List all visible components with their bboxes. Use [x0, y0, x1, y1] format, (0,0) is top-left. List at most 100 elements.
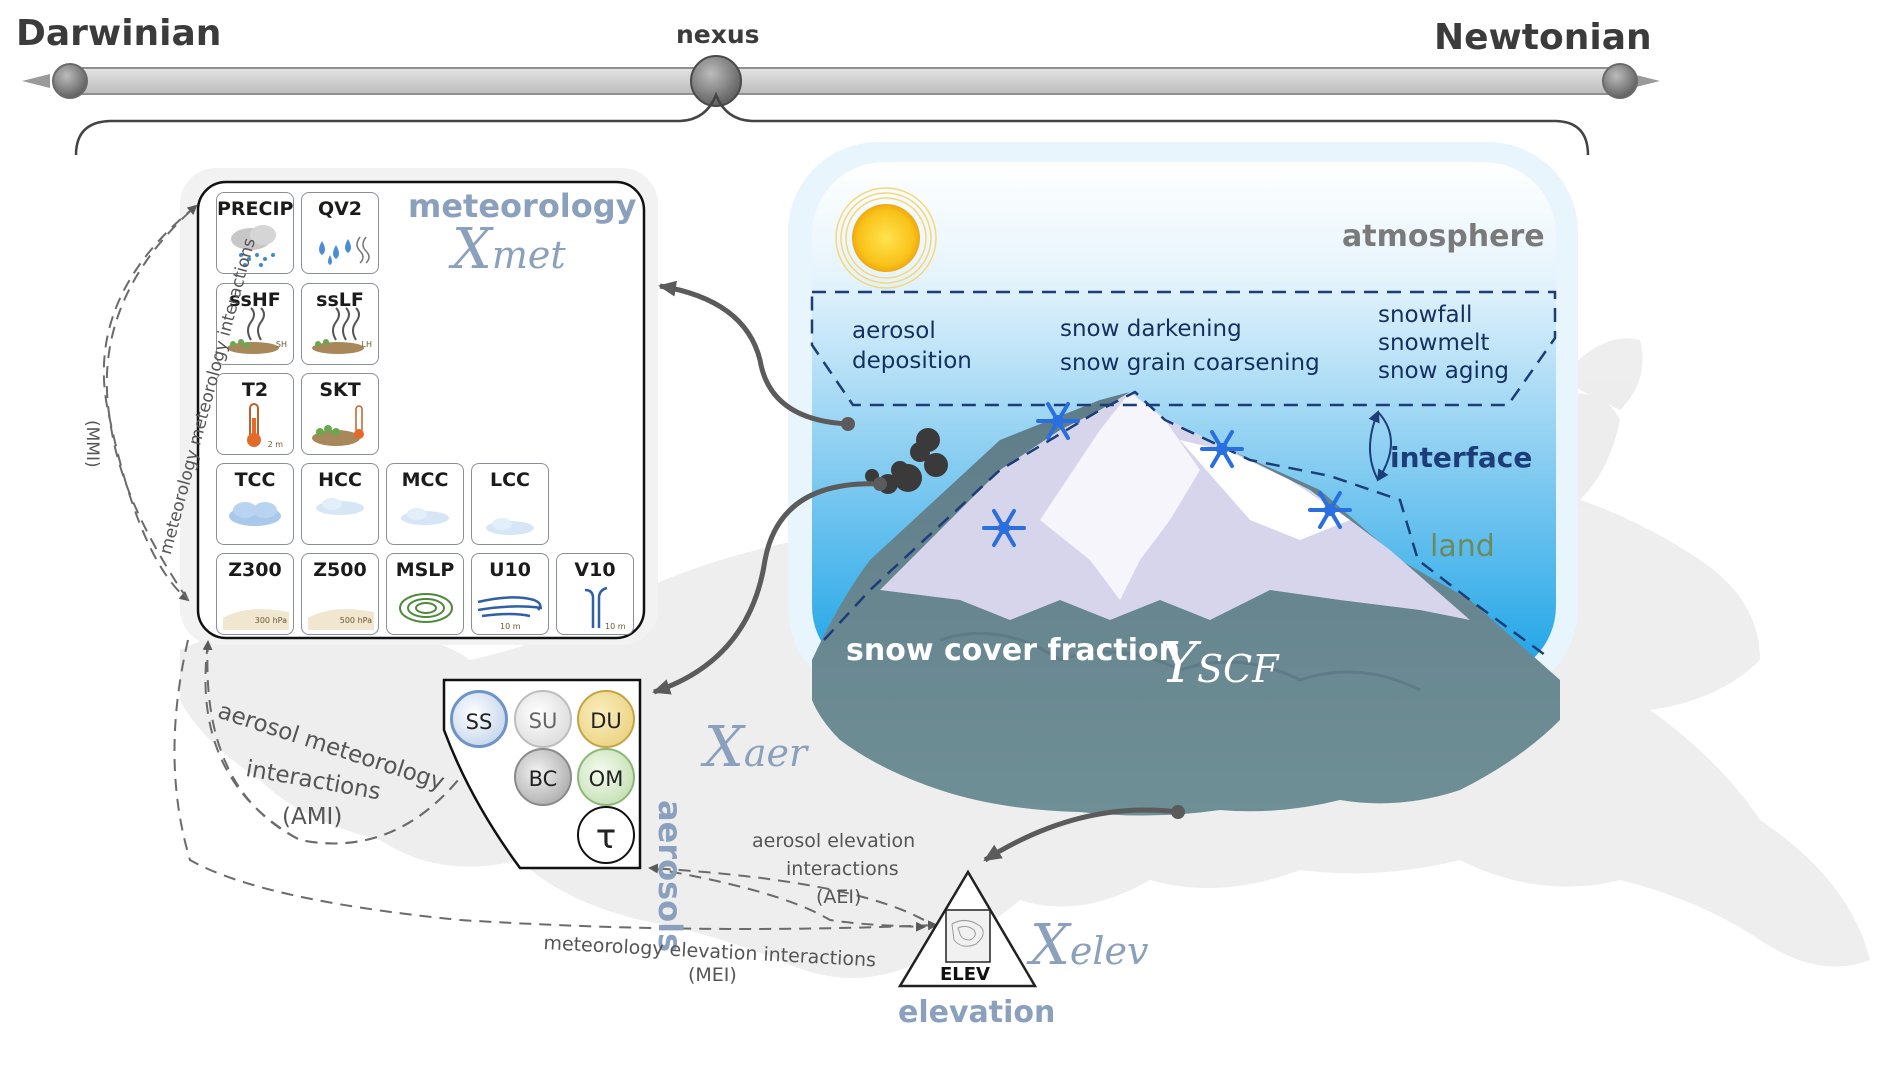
- wind-u-icon: [477, 596, 543, 618]
- tile-lcc: LCC: [471, 463, 549, 545]
- tile-mcc-label: MCC: [401, 469, 449, 491]
- meteorology-title: meteorology: [408, 187, 637, 225]
- tile-v10: V10 10 m: [556, 553, 634, 635]
- tile-tcc: TCC: [216, 463, 294, 545]
- tile-precip: PRECIP: [216, 192, 294, 274]
- tile-lcc-label: LCC: [490, 469, 530, 491]
- aei-label-line1: aerosol elevation: [752, 830, 916, 852]
- smoke-plume: [865, 428, 948, 494]
- tile-skt-label: SKT: [319, 379, 361, 401]
- target-label: snow cover fraction: [846, 633, 1180, 668]
- tile-sslf-label: ssLF: [316, 289, 364, 311]
- thermometer-icon: [247, 403, 261, 447]
- spectrum-left-label: Darwinian: [16, 13, 222, 54]
- aerosol-du: DU: [577, 690, 635, 748]
- aerosol-optical-depth: τ: [577, 806, 635, 864]
- aerosol-su: SU: [514, 690, 572, 748]
- tile-v10-label: V10: [574, 559, 616, 581]
- tile-mcc: MCC: [386, 463, 464, 545]
- newtonian-knob: [1602, 63, 1638, 99]
- process-col3-line2: snowmelt: [1378, 330, 1490, 356]
- region-atmosphere-label: atmosphere: [1342, 219, 1545, 254]
- region-land-label: land: [1430, 529, 1495, 564]
- tile-mslp: MSLP: [386, 553, 464, 635]
- tile-t2-sub: 2 m: [267, 440, 283, 449]
- tile-qv2: QV2: [301, 192, 379, 274]
- latent-heat-flux-icon: [312, 307, 364, 354]
- spectrum-center-label: nexus: [676, 20, 760, 49]
- tile-mslp-label: MSLP: [395, 559, 455, 581]
- aei-label-line2: interactions: [786, 858, 899, 880]
- tile-qv2-label: QV2: [317, 198, 363, 220]
- tile-hcc-label: HCC: [318, 469, 362, 491]
- cloud-rain-icon: [231, 225, 276, 267]
- nexus-knob: [690, 55, 742, 107]
- tile-tcc-label: TCC: [234, 469, 276, 491]
- target-symbol: YSCF: [1160, 631, 1279, 696]
- spectrum-bar: [22, 67, 1660, 95]
- mountain-illustration: [812, 392, 1560, 816]
- tile-t2-label: T2: [241, 379, 269, 401]
- tile-u10: U10 10 m: [471, 553, 549, 635]
- aerosol-om: OM: [577, 748, 635, 806]
- meteorology-symbol: Xmet: [452, 217, 566, 282]
- humidity-drops-icon: [319, 236, 370, 265]
- interface-arrow: [1376, 411, 1392, 482]
- tile-z300-sub: 300 hPa: [254, 616, 287, 625]
- aerosols-symbol: Xaer: [704, 715, 808, 780]
- spectrum-brace: [74, 91, 1590, 156]
- sensible-heat-flux-icon: [227, 307, 279, 354]
- spectrum-right-label: Newtonian: [1434, 17, 1652, 58]
- tile-z500: Z500 500 hPa: [301, 553, 379, 635]
- wind-v-icon: [584, 586, 608, 628]
- land-boundary-dashed: [823, 390, 1546, 657]
- region-interface-label: interface: [1390, 441, 1533, 474]
- aerosol-bc: BC: [514, 748, 572, 806]
- interface-arrow-back: [1368, 410, 1380, 481]
- process-col3-line3: snow aging: [1378, 358, 1510, 384]
- geopotential-300-icon: [223, 609, 289, 630]
- tile-sshf-sub: SH: [275, 340, 287, 349]
- elevation-title: elevation: [898, 995, 1056, 1030]
- isobar-swirl-icon: [399, 593, 453, 623]
- tile-t2: T2 2 m: [216, 373, 294, 455]
- process-col1-line1: aerosol: [852, 318, 936, 344]
- dependency-arrows: [652, 280, 1179, 863]
- process-col1-line2: deposition: [852, 348, 972, 374]
- total-cloud-icon: [229, 502, 281, 526]
- interaction-arrows: [102, 204, 938, 932]
- tile-skt: SKT: [301, 373, 379, 455]
- aerosols-title: aerosols: [651, 800, 689, 953]
- tile-sslf: ssLF LH: [301, 283, 379, 365]
- tile-z300-label: Z300: [228, 559, 282, 581]
- sun-icon: [835, 187, 937, 289]
- geopotential-500-icon: [308, 609, 374, 630]
- tile-precip-label: PRECIP: [217, 198, 294, 220]
- snowflake-icons: [982, 402, 1352, 547]
- tile-hcc: HCC: [301, 463, 379, 545]
- tile-u10-label: U10: [489, 559, 531, 581]
- process-col2-line1: snow darkening: [1060, 316, 1242, 342]
- elevation-box-label: ELEV: [940, 964, 990, 985]
- tile-sshf-label: ssHF: [229, 289, 281, 311]
- tile-sshf: ssHF SH: [216, 283, 294, 365]
- darwinian-knob: [52, 63, 88, 99]
- atmosphere-boundary-dashed: [810, 290, 1557, 407]
- elevation-symbol: Xelev: [1030, 913, 1149, 978]
- mei-abbrev: (MEI): [688, 964, 737, 986]
- process-col3-line1: snowfall: [1378, 302, 1473, 328]
- tile-v10-sub: 10 m: [605, 622, 626, 631]
- high-cloud-icon: [316, 498, 364, 515]
- mid-cloud-icon: [401, 508, 449, 525]
- skin-temperature-icon: [312, 405, 364, 446]
- mmi-abbrev: (MMI): [82, 420, 102, 468]
- low-cloud-icon: [486, 518, 534, 535]
- process-col2-line2: snow grain coarsening: [1060, 350, 1320, 376]
- tile-u10-sub: 10 m: [500, 622, 521, 631]
- aei-abbrev: (AEI): [816, 886, 862, 908]
- aerosol-ss: SS: [450, 690, 508, 748]
- topo-map-icon: [945, 909, 991, 963]
- tile-z500-label: Z500: [313, 559, 367, 581]
- tile-sslf-sub: LH: [361, 340, 372, 349]
